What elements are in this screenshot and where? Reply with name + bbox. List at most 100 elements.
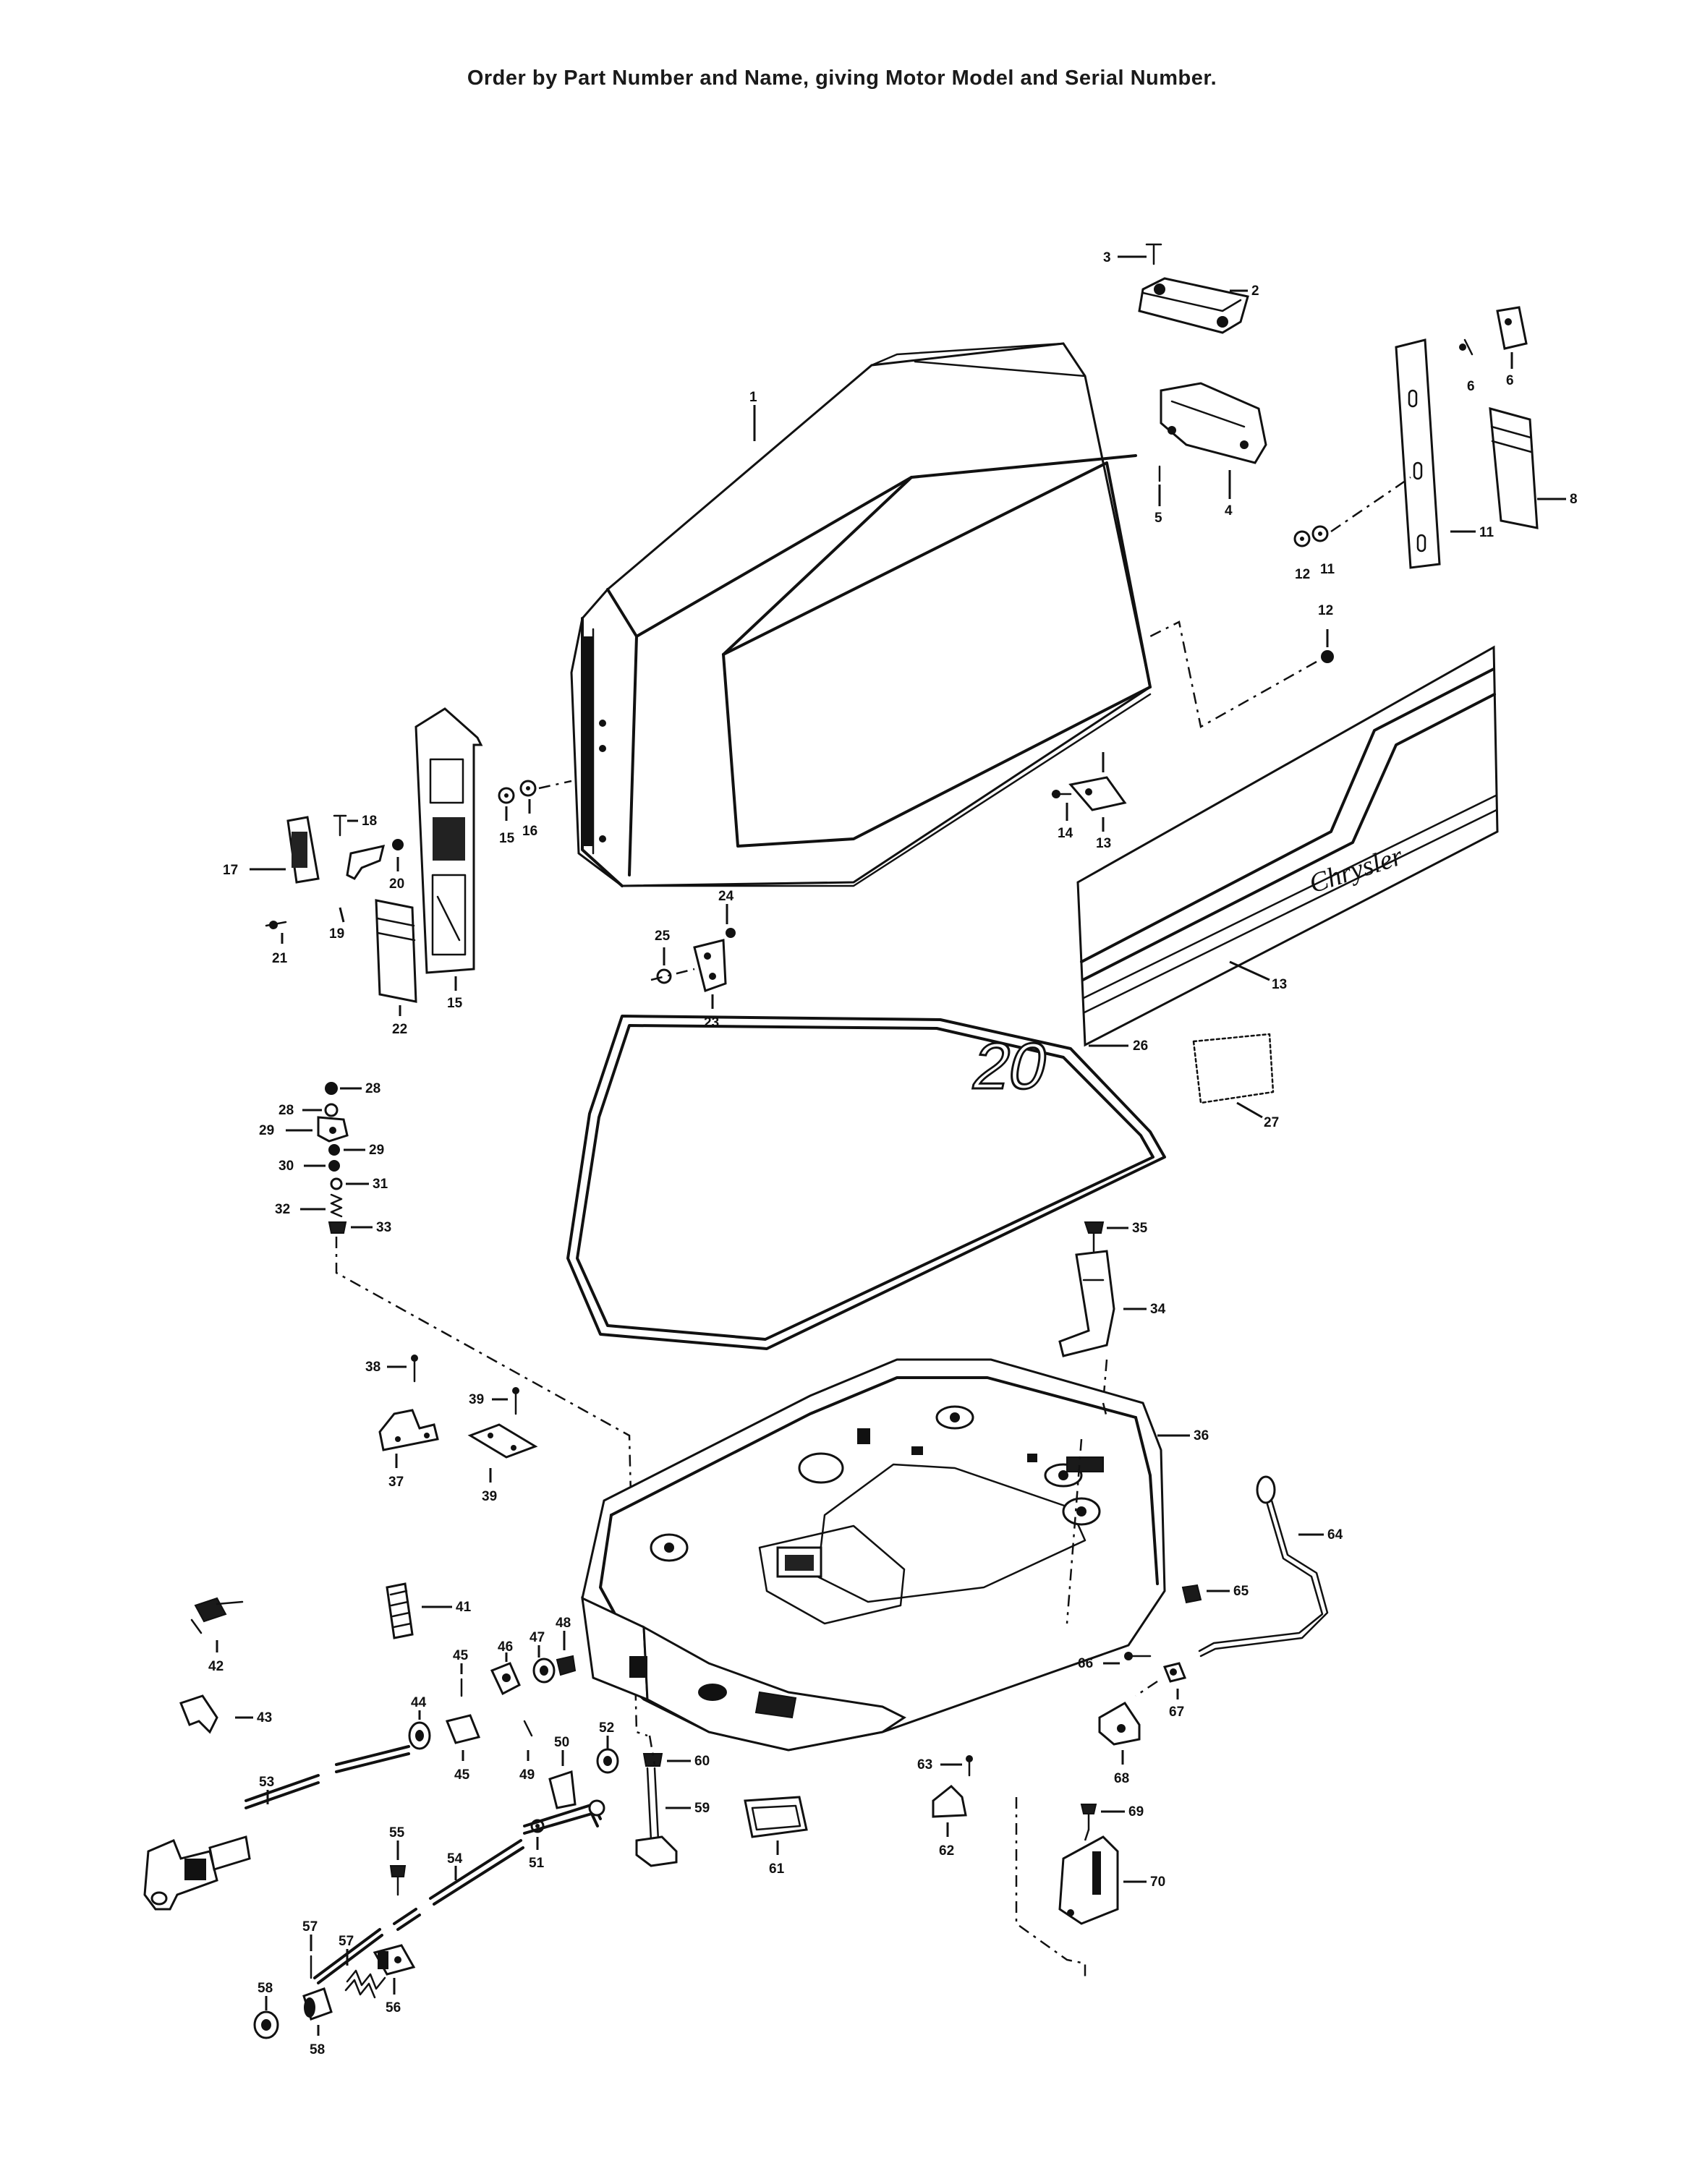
callout-68: 15 [447, 996, 463, 1011]
callout-8: 8 [1570, 492, 1578, 507]
callout-48: 46 [498, 1639, 513, 1655]
screw-part-4: 5 [1154, 465, 1162, 526]
washers-part-11-12-right: 12 11 [1293, 476, 1411, 582]
callout-60: 27 [1264, 1115, 1279, 1130]
plate-part-53: 39 [467, 1423, 538, 1504]
callout-21: 64 [1327, 1527, 1343, 1543]
decal-part-8: 8 [1489, 406, 1578, 529]
callout-25: 68 [1114, 1771, 1129, 1786]
side-decal-part-70: Chrysler 13 [1076, 645, 1499, 1047]
callout-57b: 30 [278, 1159, 294, 1174]
callout-59: 29 [259, 1123, 274, 1138]
nut-part-31: 58 [253, 1981, 279, 2039]
callout-23: 67 [1169, 1705, 1184, 1720]
pin-part-33: 57 [302, 1919, 318, 1979]
callout-57a: 28 [365, 1081, 380, 1096]
callout-12b: 16 [522, 824, 537, 839]
callout-3: 4 [1225, 503, 1233, 519]
latch-part-64: 17 [223, 816, 320, 884]
callout-39a: 33 [376, 1220, 391, 1235]
model-number-badge: 20 [966, 1031, 1054, 1103]
throttle-shaft-part-43: 53 [143, 1745, 605, 1911]
callout-43: 53 [259, 1775, 274, 1790]
callout-30: 61 [769, 1861, 785, 1877]
callout-49: 49 [519, 1767, 535, 1783]
callout-47: 45 [453, 1648, 469, 1663]
callout-1: 1 [749, 390, 757, 405]
parts-48-50-51: 46 47 48 [490, 1616, 577, 1696]
nut-part-13-right: 12 [1149, 603, 1334, 728]
pin-part-49: 49 [519, 1720, 535, 1783]
nut-part-67: 20 [389, 839, 404, 892]
grommet-part-52: 41 [386, 1582, 472, 1639]
callout-16: 11 [1479, 525, 1494, 540]
clip-part-5: 6 [1496, 306, 1528, 388]
callout-53: 39 [482, 1489, 497, 1504]
block-part-35: 56 [373, 1944, 416, 2015]
callout-42: 51 [529, 1856, 545, 1871]
washers-part-11-12-left: 15 16 [498, 780, 572, 846]
bushing-part-32: 58 [302, 1987, 333, 2057]
lever-part-66: 19 [329, 845, 386, 942]
callout-37: 54 [447, 1851, 463, 1867]
callout-11b: 15 [499, 831, 515, 846]
callout-44: 43 [257, 1710, 272, 1726]
link-rod-part-37: 54 [313, 1839, 524, 1984]
fitting-part-69: 42 [190, 1597, 244, 1674]
callout-54: 39 [469, 1392, 484, 1407]
callout-58a: 28 [278, 1103, 294, 1118]
clip-part-44: 43 [179, 1694, 272, 1734]
callout-5: 6 [1506, 373, 1514, 388]
lever-part-38: 59 60 [635, 1753, 710, 1867]
callout-46: 45 [454, 1767, 470, 1783]
clamp-part-28-lower: 62 63 [917, 1755, 973, 1859]
screw-part-24: 66 [1078, 1652, 1152, 1671]
callout-13b: 25 [655, 929, 671, 944]
callout-32: 58 [310, 2042, 325, 2057]
callout-52: 41 [456, 1600, 472, 1615]
callout-45a: 44 [411, 1695, 427, 1710]
callout-6b: 6 [1467, 379, 1475, 394]
screw-part-63: 21 [265, 921, 288, 966]
screw-part-54: 39 [469, 1387, 519, 1415]
callout-15b: 24 [718, 889, 734, 904]
callout-34: 57 [339, 1934, 354, 1949]
bracket-part-25: 68 [1098, 1702, 1141, 1786]
model-badge-part-60: 20 27 [965, 1029, 1279, 1130]
bushing-part-45-right: 52 [596, 1720, 619, 1774]
callout-67: 20 [389, 876, 404, 892]
callout-62: 22 [392, 1022, 407, 1037]
callout-14: 13 [1096, 836, 1111, 851]
callout-66: 19 [329, 926, 344, 942]
callout-17: 26 [1133, 1038, 1148, 1054]
callout-26: 69 [1128, 1804, 1144, 1820]
callout-58b: 29 [369, 1143, 384, 1158]
callout-22: 65 [1233, 1584, 1249, 1599]
screw-part-36: 55 [389, 1825, 407, 1896]
spring-part-34: 57 [339, 1934, 386, 1999]
clamp-part-28-upper: 37 [378, 1409, 439, 1490]
callout-6a: 3 [1103, 250, 1111, 265]
callout-28b: 62 [939, 1843, 954, 1859]
callout-36: 55 [389, 1825, 405, 1840]
nut-part-22: 65 [1181, 1584, 1249, 1604]
bracket-part-19: 34 35 [1058, 1221, 1166, 1404]
callout-24: 66 [1078, 1656, 1093, 1671]
callout-55: 32 [275, 1202, 290, 1217]
callout-31: 58 [258, 1981, 273, 1996]
callout-63: 21 [272, 951, 288, 966]
spring-part-65: 18 [333, 814, 377, 837]
cover-panel-part-68: 15 [414, 707, 483, 1011]
callout-18: 35 [1132, 1221, 1148, 1236]
callout-28a: 37 [388, 1475, 404, 1490]
callout-65: 18 [362, 814, 377, 829]
callout-2: 2 [1251, 283, 1259, 299]
bushing-parts-45-46: 44 45 45 [408, 1648, 481, 1783]
callout-27: 70 [1150, 1874, 1165, 1890]
decal-part-62: 22 [375, 899, 417, 1037]
callout-19: 34 [1150, 1302, 1166, 1317]
plate-part-3: 4 [1160, 382, 1267, 519]
callout-41: 50 [554, 1735, 569, 1750]
callout-33: 57 [302, 1919, 318, 1935]
